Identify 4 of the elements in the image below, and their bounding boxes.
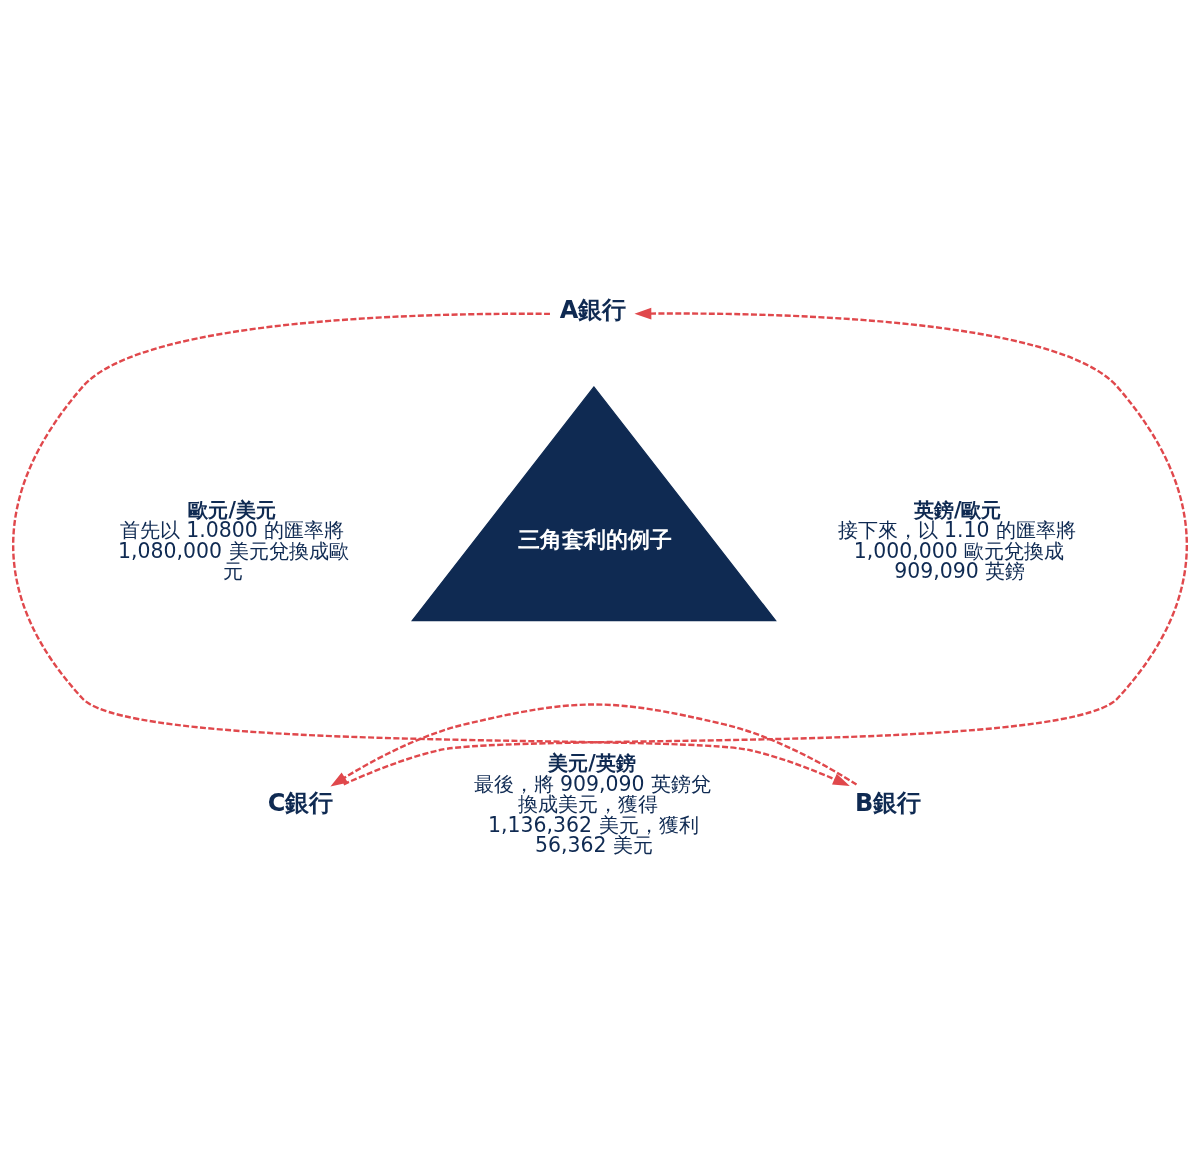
node-text: A銀行 bbox=[559, 295, 627, 324]
node-text: C銀行 bbox=[267, 788, 334, 817]
node-text: B銀行 bbox=[855, 788, 922, 817]
label: 美元/英鎊 bbox=[548, 750, 636, 775]
